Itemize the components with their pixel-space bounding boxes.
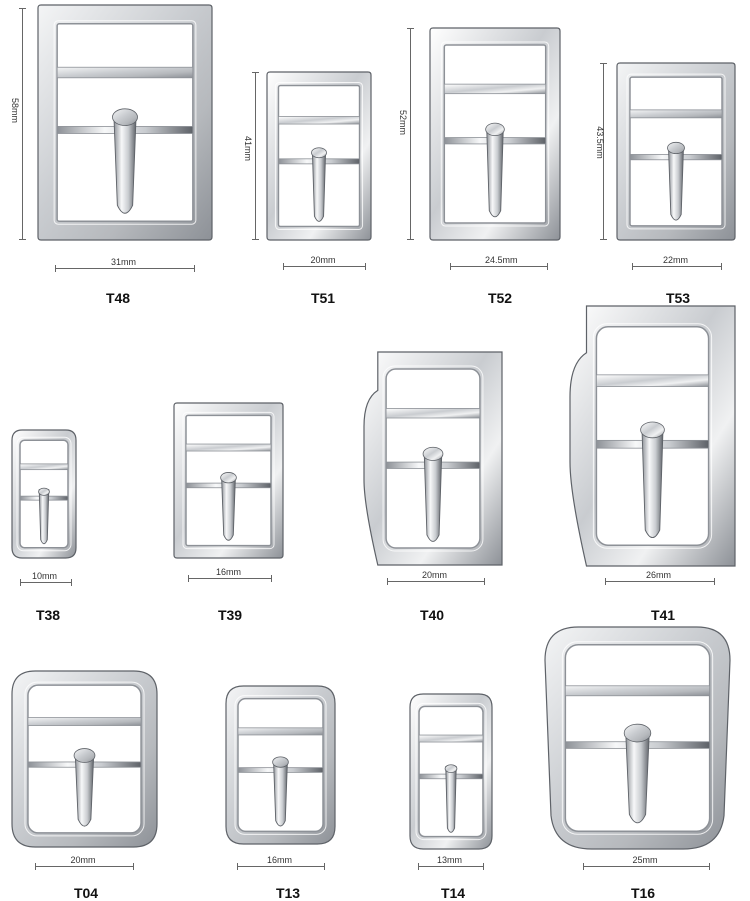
width-dimension-label: 16mm [214, 567, 244, 578]
buckle-t48-drawing [37, 4, 213, 241]
buckle-image-t41[interactable] [569, 305, 736, 567]
buckle-image-t13[interactable] [225, 685, 336, 845]
width-dimension-label: 16mm [265, 855, 295, 866]
buckle-t52-drawing [429, 27, 561, 241]
height-dimension-line [252, 72, 259, 240]
buckle-t40-drawing [363, 351, 503, 566]
model-code-label: T16 [630, 885, 656, 901]
buckle-t13-drawing [225, 685, 336, 845]
model-code-label: T40 [419, 607, 445, 623]
width-dimension-line [237, 863, 325, 870]
width-dimension-label: 20mm [420, 570, 450, 581]
buckle-t38-drawing [11, 429, 77, 559]
buckle-image-t04[interactable] [11, 670, 158, 848]
width-dimension-label: 26mm [644, 570, 674, 581]
height-dimension-label: 58mm [10, 98, 21, 124]
width-dimension-line [283, 263, 366, 270]
buckle-image-t53[interactable] [616, 62, 736, 241]
buckle-image-t16[interactable] [544, 626, 731, 850]
width-dimension-label: 20mm [308, 255, 338, 266]
buckle-image-t39[interactable] [173, 402, 284, 559]
width-dimension-line [20, 579, 72, 586]
model-code-label: T14 [440, 885, 466, 901]
buckle-image-t40[interactable] [363, 351, 503, 566]
width-dimension-label: 24.5mm [483, 255, 520, 266]
buckle-t16-drawing [544, 626, 731, 850]
width-dimension-line [387, 578, 485, 585]
model-code-label: T13 [275, 885, 301, 901]
buckle-t39-drawing [173, 402, 284, 559]
model-code-label: T38 [35, 607, 61, 623]
height-dimension-line [600, 63, 607, 240]
width-dimension-line [418, 863, 484, 870]
buckle-image-t48[interactable] [37, 4, 213, 241]
width-dimension-line [188, 575, 272, 582]
width-dimension-label: 10mm [30, 571, 60, 582]
buckle-t14-drawing [409, 693, 493, 850]
buckle-t41-drawing [569, 305, 736, 567]
width-dimension-line [583, 863, 710, 870]
width-dimension-line [35, 863, 134, 870]
buckle-t04-drawing [11, 670, 158, 848]
model-code-label: T48 [105, 290, 131, 306]
height-dimension-line [407, 28, 414, 240]
buckle-t51-drawing [266, 71, 372, 241]
width-dimension-line [450, 263, 548, 270]
width-dimension-label: 13mm [435, 855, 465, 866]
model-code-label: T51 [310, 290, 336, 306]
width-dimension-label: 31mm [109, 257, 139, 268]
buckle-image-t52[interactable] [429, 27, 561, 241]
model-code-label: T39 [217, 607, 243, 623]
width-dimension-line [632, 263, 722, 270]
buckle-t53-drawing [616, 62, 736, 241]
width-dimension-label: 22mm [661, 255, 691, 266]
model-code-label: T04 [73, 885, 99, 901]
buckle-image-t51[interactable] [266, 71, 372, 241]
buckle-image-t14[interactable] [409, 693, 493, 850]
height-dimension-label: 43.5mm [594, 126, 605, 160]
width-dimension-label: 20mm [68, 855, 98, 866]
model-code-label: T52 [487, 290, 513, 306]
buckle-image-t38[interactable] [11, 429, 77, 559]
height-dimension-label: 41mm [243, 135, 254, 161]
height-dimension-line [19, 8, 26, 240]
width-dimension-line [55, 265, 195, 272]
width-dimension-label: 25mm [630, 855, 660, 866]
model-code-label: T53 [665, 290, 691, 306]
model-code-label: T41 [650, 607, 676, 623]
width-dimension-line [605, 578, 715, 585]
height-dimension-label: 52mm [398, 110, 409, 136]
